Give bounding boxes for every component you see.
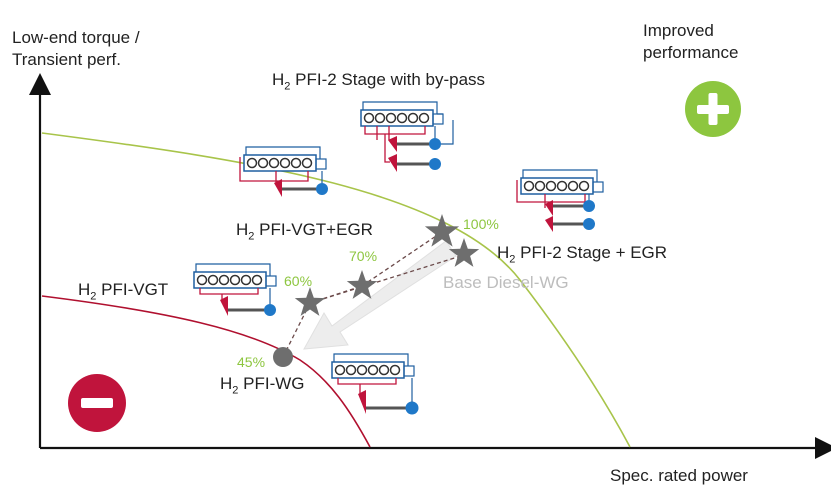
y-axis-title: Low-end torque / Transient perf. [12,27,140,71]
star-marker-60 [294,287,326,316]
improved-performance-label: Improved performance [643,20,738,64]
label-two-stage-bypass: H2 PFI-2 Stage with by-pass [272,70,486,93]
percent-70: 70% [349,248,378,264]
engine-schematic-wg [331,353,419,415]
engine-schematic-two-stage-bypass [360,101,454,172]
trend-arrow [303,240,457,350]
point-marker-45 [273,347,293,367]
y-axis-title-line2: Transient perf. [12,50,121,69]
label-wg: H2 PFI-WG [220,374,305,397]
label-two-stage-egr: H2 PFI-2 Stage + EGR [497,243,668,266]
y-axis-title-line1: Low-end torque / [12,28,140,47]
plus-icon [685,81,741,137]
percent-60: 60% [284,273,313,289]
improved-line2: performance [643,43,739,62]
engine-schematic-two-stage-egr [516,169,604,232]
improved-line1: Improved [643,21,714,40]
star-marker-100 [424,214,460,247]
x-axis-title: Spec. rated power [610,466,748,485]
label-base-diesel: Base Diesel-WG [443,273,569,292]
engine-schematic-vgt [193,263,277,316]
star-marker-70 [346,270,378,299]
percent-100: 100% [463,216,499,232]
label-vgt-egr: H2 PFI-VGT+EGR [236,220,373,243]
percent-45: 45% [237,354,266,370]
green-boundary-curve [41,132,631,448]
label-vgt: H2 PFI-VGT [78,280,169,303]
minus-icon [68,374,126,432]
star-marker-base-diesel [448,238,480,267]
engine-schematic-vgt-egr [239,146,328,197]
